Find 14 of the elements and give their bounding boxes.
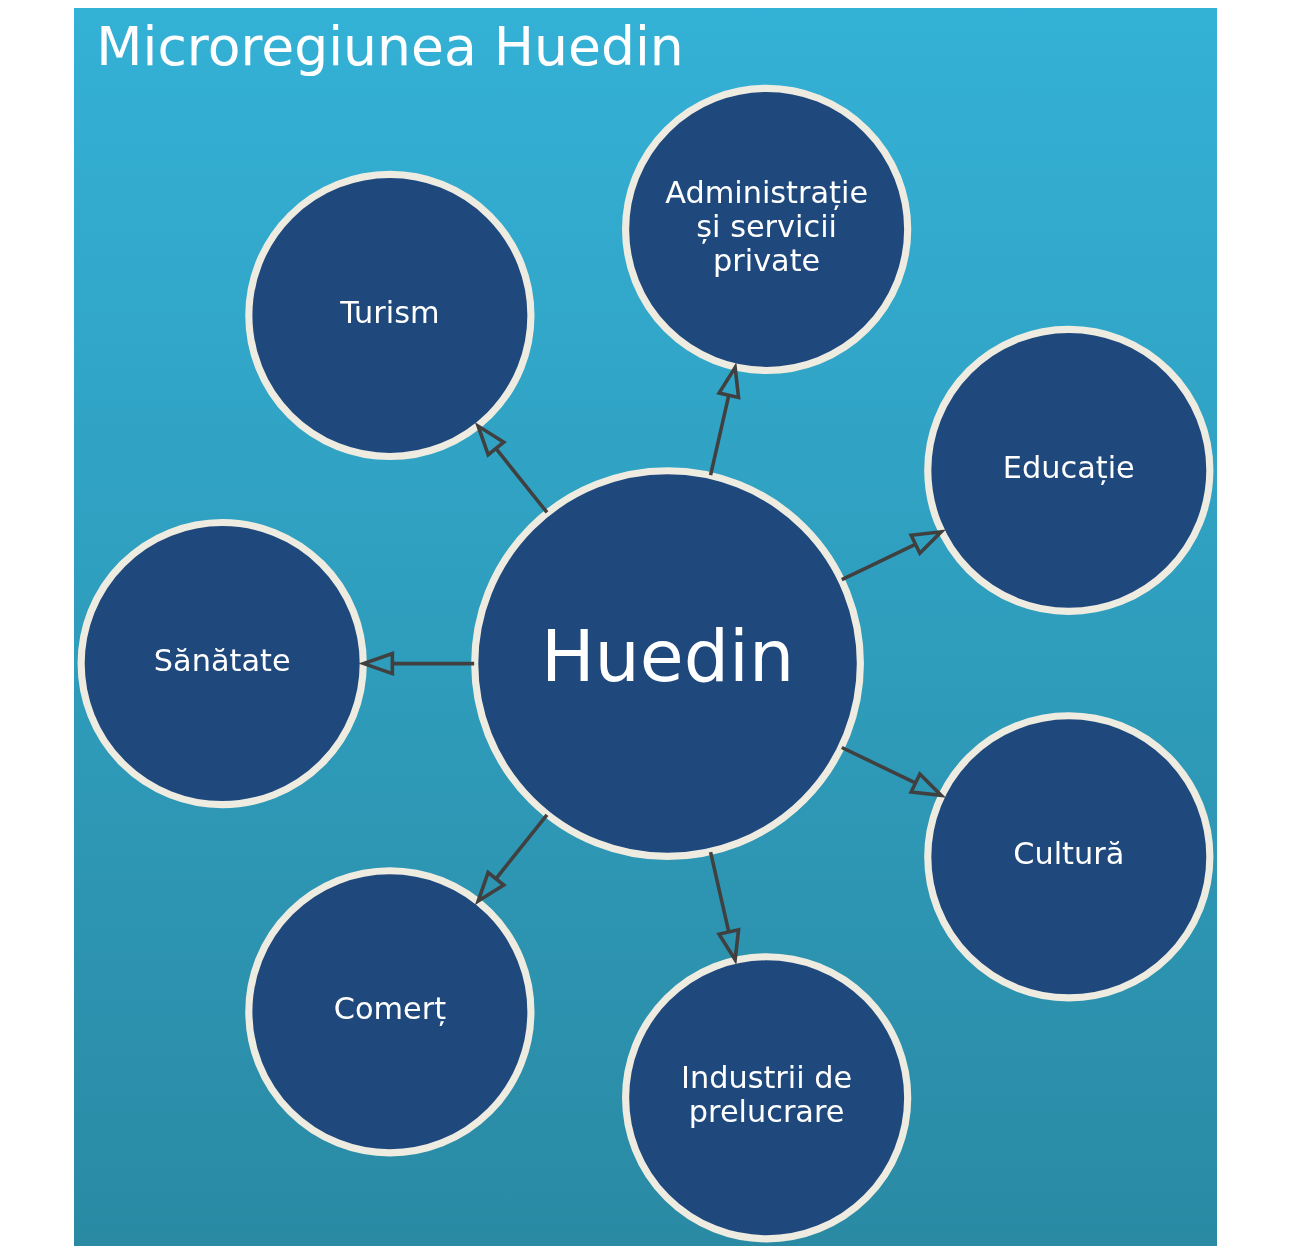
arrow (708, 851, 741, 965)
arrow (358, 651, 475, 677)
arrow (841, 529, 947, 582)
node-circle: Huedin (471, 467, 864, 860)
arrow (708, 362, 741, 476)
arrow (474, 813, 549, 906)
node-circle: Industrii de prelucrare (622, 953, 912, 1243)
diagram-title: Microregiunea Huedin (96, 15, 684, 79)
arrow (474, 421, 549, 514)
node-circle: Educație (924, 325, 1214, 615)
node-circle: Cultură (924, 712, 1214, 1002)
node-circle: Administrație și servicii private (622, 84, 912, 375)
node-circle: Sănătate (77, 518, 367, 809)
arrow (841, 745, 947, 798)
